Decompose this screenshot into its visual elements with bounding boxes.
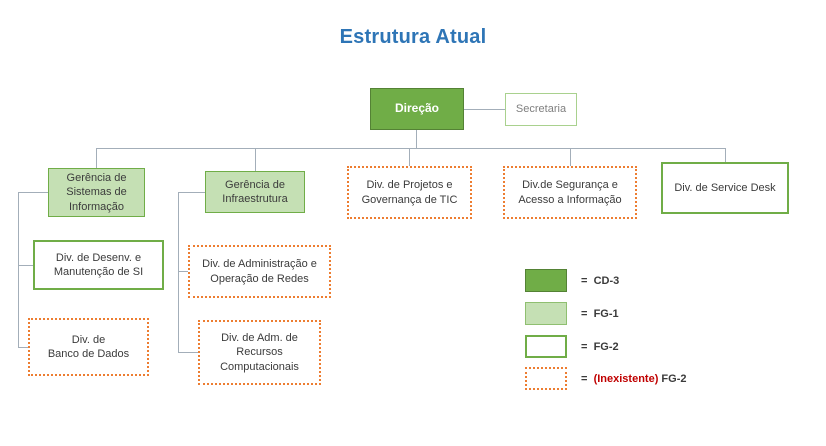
- node-secretaria: Secretaria: [505, 93, 577, 126]
- node-div-service-desk: Div. de Service Desk: [661, 162, 789, 214]
- legend-swatch-cd3: [525, 269, 567, 292]
- connector-line: [96, 148, 726, 149]
- connector-line: [725, 148, 726, 162]
- connector-line: [570, 148, 571, 166]
- legend-swatch-fg1: [525, 302, 567, 325]
- equals-sign: =: [581, 340, 588, 353]
- connector-line: [96, 148, 97, 168]
- legend-swatch-fg2: [525, 335, 567, 358]
- legend-item-fg2: = FG-2: [525, 335, 619, 358]
- node-gerencia-infraestrutura: Gerência de Infraestrutura: [205, 171, 305, 213]
- connector-line: [416, 130, 417, 148]
- connector-line: [18, 192, 19, 347]
- legend-label-cd3: = CD-3: [581, 275, 619, 287]
- node-direcao: Direção: [370, 88, 464, 130]
- node-div-administracao-operacao-redes: Div. de Administração e Operação de Rede…: [188, 245, 331, 298]
- connector-line: [18, 265, 33, 266]
- connector-line: [178, 192, 205, 193]
- legend-label-inexistente: = (Inexistente) FG-2: [581, 373, 686, 385]
- connector-line: [409, 148, 410, 166]
- legend-text: FG-1: [593, 307, 619, 320]
- connector-line: [178, 271, 188, 272]
- legend-text: FG-2: [661, 372, 687, 385]
- node-div-seguranca-acesso-informacao: Div.de Segurança e Acesso a Informação: [503, 166, 637, 219]
- equals-sign: =: [581, 307, 588, 320]
- node-div-banco-de-dados: Div. de Banco de Dados: [28, 318, 149, 376]
- connector-line: [464, 109, 505, 110]
- connector-line: [18, 347, 28, 348]
- legend-label-fg2: = FG-2: [581, 341, 619, 353]
- legend-text: FG-2: [593, 340, 619, 353]
- connector-line: [255, 148, 256, 171]
- connector-line: [178, 352, 198, 353]
- legend-item-fg1: = FG-1: [525, 302, 619, 325]
- legend-text-inexistente: (Inexistente): [593, 372, 659, 385]
- legend-swatch-inexistente: [525, 367, 567, 390]
- legend-item-inexistente-fg2: = (Inexistente) FG-2: [525, 367, 686, 390]
- legend-text: CD-3: [593, 274, 620, 287]
- legend-item-cd3: = CD-3: [525, 269, 619, 292]
- equals-sign: =: [581, 372, 588, 385]
- node-gerencia-sistemas-informacao: Gerência de Sistemas de Informação: [48, 168, 145, 217]
- node-div-desenv-manutencao-si: Div. de Desenv. e Manutenção de SI: [33, 240, 164, 290]
- page-title: Estrutura Atual: [339, 26, 487, 48]
- legend-label-fg1: = FG-1: [581, 308, 619, 320]
- connector-line: [18, 192, 48, 193]
- connector-line: [178, 192, 179, 352]
- equals-sign: =: [581, 274, 588, 287]
- node-div-projetos-governanca-tic: Div. de Projetos e Governança de TIC: [347, 166, 472, 219]
- node-div-adm-recursos-computacionais: Div. de Adm. de Recursos Computacionais: [198, 320, 321, 385]
